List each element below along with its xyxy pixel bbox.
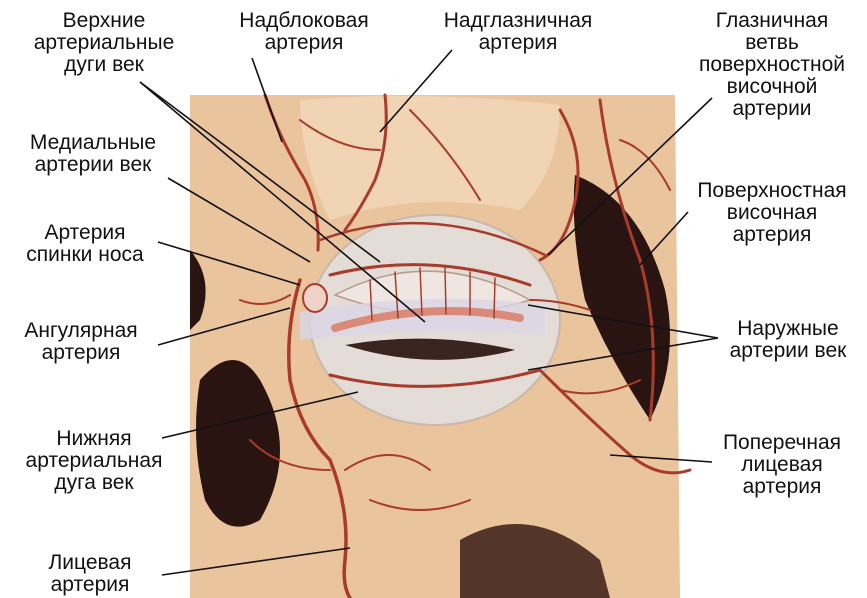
tarsal-vessel (494, 278, 495, 318)
label-superficial-temporal: Поверхностная височная артерия (680, 180, 864, 246)
label-facial: Лицевая артерия (20, 552, 160, 596)
label-angular: Ангулярная артерия (6, 320, 156, 364)
label-supraorbital: Надглазничная артерия (420, 10, 616, 54)
label-supratrochlear: Надблоковая артерия (222, 10, 386, 54)
label-orbital-branch: Глазничная ветвь поверхностной височной … (680, 10, 864, 120)
label-dorsal-nasal: Артерия спинки носа (10, 222, 160, 266)
label-transverse-facial: Поперечная лицевая артерия (704, 432, 860, 498)
label-lateral-palpebral: Наружные артерии век (716, 318, 860, 362)
label-lower-arcade: Нижняя артериальная дуга век (6, 428, 182, 494)
label-medial-palpebral: Медиальные артерии век (12, 132, 174, 176)
caruncle (303, 284, 327, 312)
forehead-highlight (300, 96, 560, 220)
tarsal-vessel (445, 268, 446, 314)
label-upper-arcades: Верхние артериальные дуги век (6, 10, 202, 76)
